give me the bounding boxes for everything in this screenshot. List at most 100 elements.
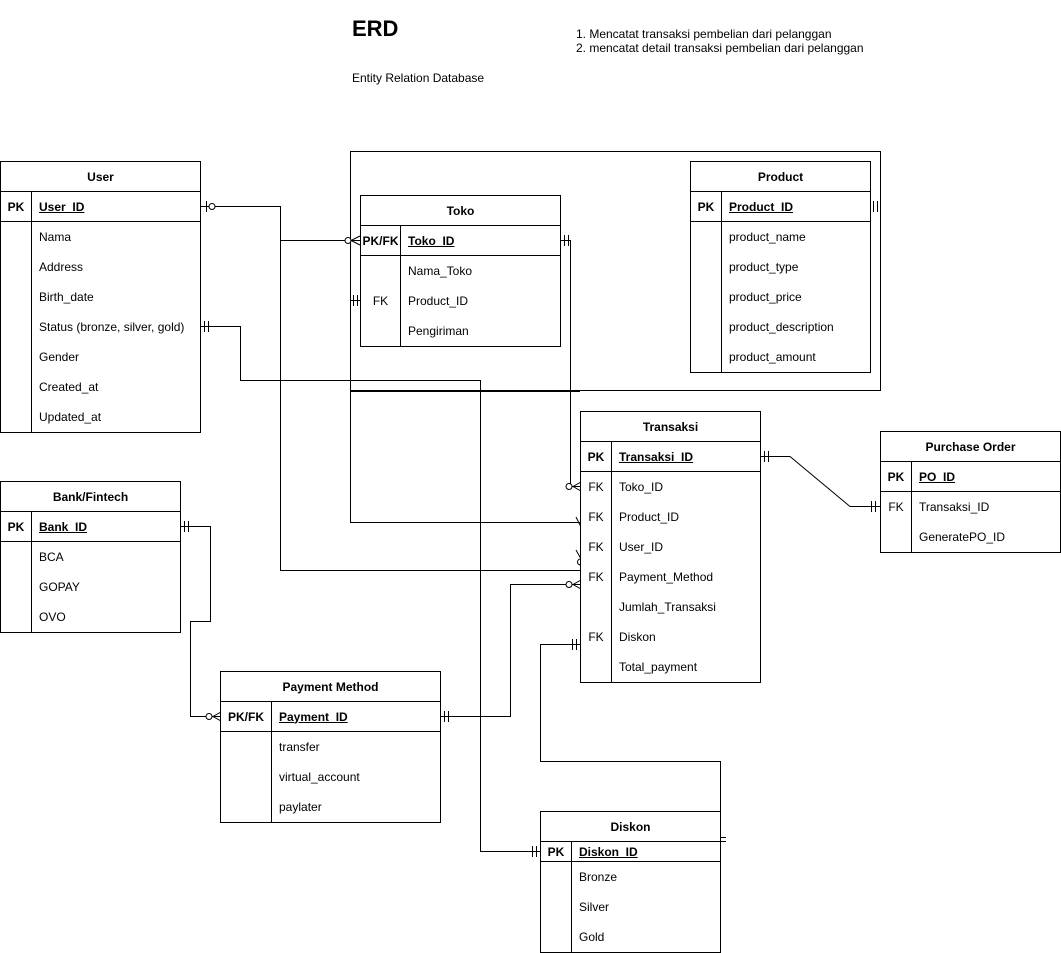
attribute-row: Nama: [1, 222, 200, 252]
key-label: PK/FK: [221, 702, 272, 731]
attribute-row: Gold: [541, 922, 720, 952]
attribute-row: Bronze: [541, 862, 720, 892]
entity-header: User: [1, 162, 200, 192]
attribute-name: Toko_ID: [408, 233, 455, 248]
key-label: [1, 312, 32, 342]
attribute-row: GeneratePO_ID: [881, 522, 1060, 552]
entity-header: Diskon: [541, 812, 720, 842]
attribute-row: BCA: [1, 542, 180, 572]
attribute-name: Status (bronze, silver, gold): [39, 320, 185, 334]
attribute-row: transfer: [221, 732, 440, 762]
attribute-row: Jumlah_Transaksi: [581, 592, 760, 622]
key-label: PK: [881, 462, 912, 491]
key-label: [581, 652, 612, 682]
attribute-name: Product_ID: [729, 199, 794, 214]
attribute-name: Diskon_ID: [579, 844, 638, 859]
attribute-name: product_amount: [729, 350, 816, 364]
attribute-row: virtual_account: [221, 762, 440, 792]
attribute-name: OVO: [39, 610, 66, 624]
attribute-name: product_type: [729, 260, 799, 274]
key-label: [541, 892, 572, 922]
key-label: PK: [581, 442, 612, 471]
entity-header: Bank/Fintech: [1, 482, 180, 512]
attribute-name: product_price: [729, 290, 802, 304]
primary-key-row: PK/FK Payment_ID: [221, 702, 440, 732]
attribute-name: paylater: [279, 800, 322, 814]
key-label: [691, 222, 722, 252]
attribute-name: Product_ID: [619, 510, 680, 524]
key-label: [221, 762, 272, 792]
attribute-name: Silver: [579, 900, 610, 914]
attribute-name: Payment_ID: [279, 709, 348, 724]
attribute-name: User_ID: [39, 199, 85, 214]
attribute-row: product_name: [691, 222, 870, 252]
attribute-name: Address: [39, 260, 84, 274]
attribute-name: Gender: [39, 350, 80, 364]
key-label: [361, 256, 401, 286]
entity-header: Purchase Order: [881, 432, 1060, 462]
key-label: [221, 792, 272, 822]
primary-key-row: PK Transaksi_ID: [581, 442, 760, 472]
attribute-name: Diskon: [619, 630, 656, 644]
attribute-row: FK Diskon: [581, 622, 760, 652]
attribute-row: Gender: [1, 342, 200, 372]
key-label: [221, 732, 272, 762]
entity-header: Product: [691, 162, 870, 192]
key-label: FK: [361, 286, 401, 316]
attribute-name: product_name: [729, 230, 806, 244]
attribute-name: GOPAY: [39, 580, 80, 594]
key-label: PK: [1, 192, 32, 221]
attribute-row: Birth_date: [1, 282, 200, 312]
entity-header: Transaksi: [581, 412, 760, 442]
attribute-name: Transaksi_ID: [619, 449, 694, 464]
key-label: PK: [541, 842, 572, 861]
key-label: [691, 312, 722, 342]
key-label: FK: [581, 532, 612, 562]
attribute-name: Bank_ID: [39, 519, 88, 534]
group-frame-middle: [350, 391, 580, 523]
key-label: FK: [581, 502, 612, 532]
attribute-name: GeneratePO_ID: [919, 530, 1006, 544]
rel-transaksi-po: [761, 456, 881, 507]
diagram-notes: 1. Mencatat transaksi pembelian dari pel…: [576, 27, 864, 55]
key-label: [1, 342, 32, 372]
attribute-row: product_type: [691, 252, 870, 282]
key-label: FK: [581, 622, 612, 652]
key-label: [361, 316, 401, 346]
key-label: [691, 342, 722, 372]
attribute-name: Nama_Toko: [408, 264, 473, 278]
attribute-name: BCA: [39, 550, 64, 564]
attribute-name: Payment_Method: [619, 570, 714, 584]
key-label: [691, 252, 722, 282]
entity-header: Payment Method: [221, 672, 440, 702]
rel-bank-payment: [181, 526, 221, 717]
attribute-row: GOPAY: [1, 572, 180, 602]
attribute-name: Gold: [579, 930, 605, 944]
note-1: 1. Mencatat transaksi pembelian dari pel…: [576, 27, 832, 41]
attribute-row: FK Product_ID: [581, 502, 760, 532]
key-label: [1, 602, 32, 632]
key-label: [881, 522, 912, 552]
attribute-name: Total_payment: [619, 660, 698, 674]
attribute-name: Updated_at: [39, 410, 102, 424]
attribute-name: Bronze: [579, 870, 618, 884]
attribute-row: Address: [1, 252, 200, 282]
key-label: [1, 372, 32, 402]
key-label: [691, 282, 722, 312]
